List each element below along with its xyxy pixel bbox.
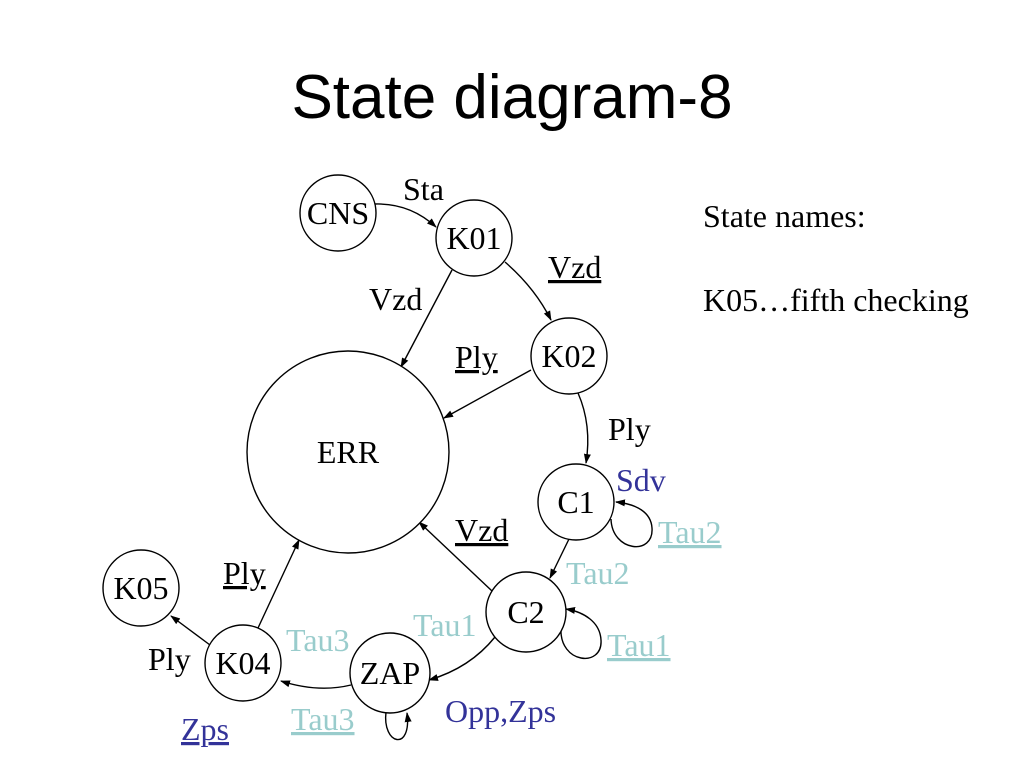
transition-label-zps: Zps — [181, 711, 229, 747]
self-loop-arrow-c2 — [560, 607, 602, 660]
transition-label-ply-k02-err: Ply — [455, 339, 498, 375]
state-err-circle — [246, 350, 450, 554]
transition-label-tau2-loop: Tau2 — [658, 514, 722, 550]
transition-label-ply-k04-err: Ply — [223, 555, 266, 591]
state-names-note: State names: K05…fifth checking — [703, 198, 969, 318]
transition-label-tau2-c1-c2: Tau2 — [566, 555, 630, 591]
transition-arrow-k04-to-k05 — [170, 615, 211, 646]
state-k04-label: K04 — [215, 645, 270, 681]
transition-label-ply-k04-k05: Ply — [148, 641, 191, 677]
state-k04-circle — [204, 624, 282, 702]
transition-arrow-zap-to-k04 — [280, 680, 352, 689]
transition-arrow-c2-to-zap — [428, 636, 496, 681]
transition-label-opp-zps: Opp,Zps — [445, 693, 556, 729]
self-loop-arrow-c1 — [610, 499, 653, 548]
state-err: ERR — [246, 350, 450, 554]
transition-arrow-k04-to-err — [257, 539, 300, 629]
state-k01-label: K01 — [446, 220, 501, 256]
transition-label-vzd-k01-err: Vzd — [369, 281, 422, 317]
state-err-label: ERR — [317, 434, 380, 470]
state-cns: CNS — [299, 174, 377, 252]
state-k02-label: K02 — [541, 338, 596, 374]
state-c1-label: C1 — [557, 484, 594, 520]
transition-label-ply-k02-c1: Ply — [608, 411, 651, 447]
transition-label-sdv: Sdv — [616, 462, 666, 498]
state-k02-circle — [530, 317, 608, 395]
transition-arrow-k01-to-err — [400, 269, 453, 368]
transition-arrow-c2-to-err — [418, 521, 493, 592]
state-zap: ZAP — [349, 632, 431, 714]
state-c1-circle — [537, 463, 615, 541]
state-c2: C2 — [485, 571, 567, 653]
state-names-heading: State names: — [703, 198, 866, 234]
state-zap-label: ZAP — [360, 655, 420, 691]
state-c1: C1 — [537, 463, 615, 541]
transition-label-sta: Sta — [403, 171, 444, 207]
state-zap-circle — [349, 632, 431, 714]
transition-arrow-k02-to-err — [443, 369, 532, 419]
transition-arrow-c1-to-c2 — [549, 538, 570, 579]
state-c2-circle — [485, 571, 567, 653]
transition-label-tau3-zap-k04: Tau3 — [286, 622, 350, 658]
transition-arrow-cns-to-k01 — [374, 203, 437, 228]
transition-labels: Sta Vzd Vzd Ply Ply Sdv Tau2 Vzd Tau2 Pl… — [148, 171, 722, 747]
transition-arrow-k01-to-k02 — [504, 261, 552, 321]
state-k01-circle — [435, 199, 513, 277]
transition-label-vzd-k01-k02: Vzd — [548, 249, 601, 285]
state-names-entry: K05…fifth checking — [703, 282, 969, 318]
transition-label-tau3-loop: Tau3 — [291, 701, 355, 737]
self-loop-arrow-zap — [385, 711, 412, 741]
state-c2-label: C2 — [507, 594, 544, 630]
transition-label-tau1-loop: Tau1 — [607, 627, 671, 663]
state-cns-circle — [299, 174, 377, 252]
state-k02: K02 — [530, 317, 608, 395]
state-k04: K04 — [204, 624, 282, 702]
transitions — [170, 203, 653, 741]
state-k05-circle — [102, 549, 180, 627]
state-k05: K05 — [102, 549, 180, 627]
state-k01: K01 — [435, 199, 513, 277]
slide-title: State diagram-8 — [291, 63, 732, 132]
transition-arrow-k02-to-c1 — [577, 392, 591, 464]
state-k05-label: K05 — [113, 570, 168, 606]
transition-label-vzd-c2-err: Vzd — [455, 512, 508, 548]
transition-label-tau1-c2-zap: Tau1 — [413, 607, 477, 643]
state-cns-label: CNS — [307, 195, 369, 231]
